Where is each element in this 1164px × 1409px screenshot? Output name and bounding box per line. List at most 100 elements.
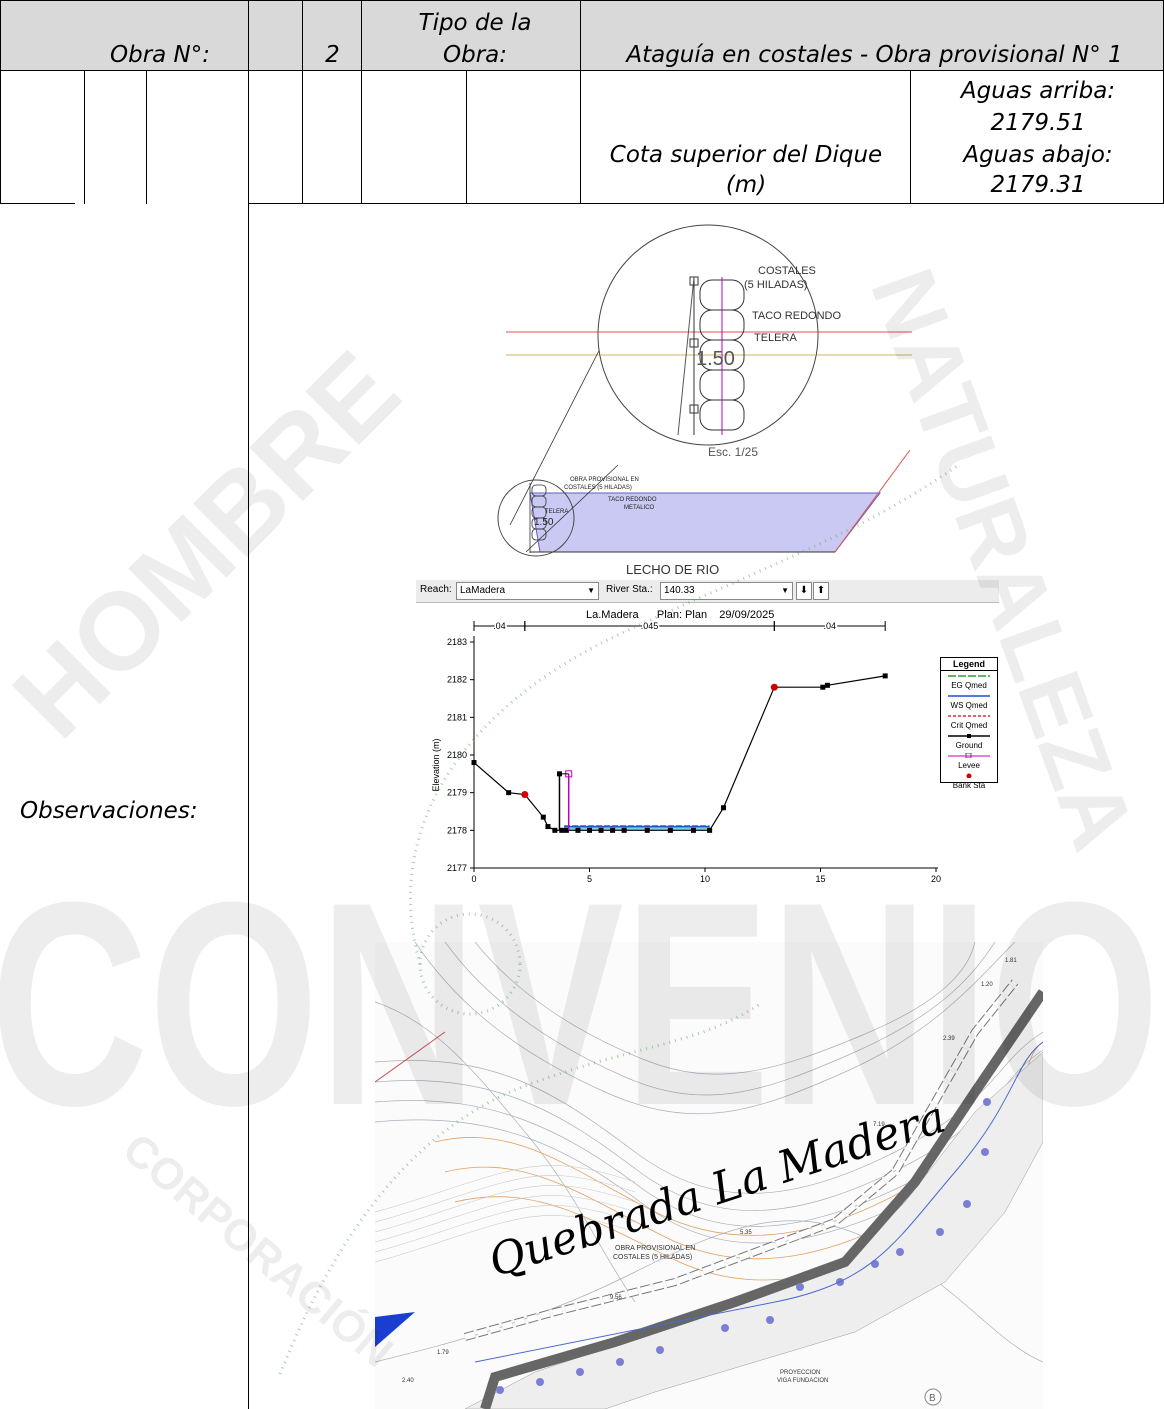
section-metalico: METALICO bbox=[624, 505, 655, 511]
manning-label: .04 bbox=[493, 621, 506, 631]
col-divider-4 bbox=[302, 0, 303, 204]
station-select[interactable]: 140.33 ▼ bbox=[660, 582, 793, 600]
chevron-down-icon: ▼ bbox=[587, 586, 595, 595]
section-taco: TACO REDONDO bbox=[608, 497, 657, 503]
detail-drawing: 1.50 OBRA PROVISIONAL EN COSTALES (5 HIL… bbox=[497, 224, 912, 577]
tipo-label-line2: Obra: bbox=[442, 42, 507, 68]
ground-point bbox=[610, 827, 616, 833]
bank-sta-point bbox=[521, 791, 529, 799]
arrow-up-icon[interactable]: ⬆ bbox=[813, 582, 829, 600]
legend-item-ground: Ground bbox=[955, 741, 983, 750]
ground-point bbox=[545, 824, 551, 830]
legend-item-ws: WS Qmed bbox=[950, 701, 988, 710]
legend-crit-swatch bbox=[948, 715, 990, 717]
ground-point bbox=[540, 814, 546, 820]
section-water bbox=[529, 492, 882, 553]
ground-point bbox=[824, 682, 830, 688]
ground-point bbox=[720, 805, 726, 811]
station-value: 140.33 bbox=[664, 585, 695, 596]
callout-scale: Esc. 1/25 bbox=[708, 445, 758, 459]
legend-levee-swatch bbox=[948, 752, 990, 759]
ground-point bbox=[506, 790, 512, 796]
arrow-down-icon[interactable]: ⬇ bbox=[796, 582, 812, 600]
cota-label-line1: Cota superior del Dique bbox=[609, 142, 883, 168]
callout-dimension: 1.50 bbox=[696, 348, 735, 370]
ground-point bbox=[552, 827, 558, 833]
x-tick-label: 15 bbox=[815, 874, 825, 884]
row1-bottom-border bbox=[0, 70, 1164, 71]
legend-eg-swatch bbox=[948, 675, 990, 677]
section-obra: OBRA PROVISIONAL EN bbox=[570, 477, 639, 483]
obra-number: 2 bbox=[325, 42, 340, 68]
chevron-down-icon: ▼ bbox=[781, 586, 789, 595]
legend-item-eg: EG Qmed bbox=[951, 681, 987, 690]
aguas-abajo-label: Aguas abajo: bbox=[963, 142, 1113, 168]
bank-sta-point bbox=[770, 683, 778, 691]
legend-item-crit: Crit Qmed bbox=[950, 721, 988, 730]
station-label: River Sta.: bbox=[606, 584, 653, 595]
legend-title: Legend bbox=[941, 658, 997, 671]
legend-item-levee: Levee bbox=[958, 761, 980, 770]
section-costales: COSTALES (5 HILADAS) bbox=[564, 485, 632, 491]
ground-point bbox=[598, 827, 604, 833]
hec-ras-toolbar: Reach: LaMadera ▼ River Sta.: 140.33 ▼ ⬇… bbox=[416, 580, 999, 603]
ground-point bbox=[471, 760, 477, 766]
col-divider-3 bbox=[248, 0, 249, 1409]
observaciones-label: Observaciones: bbox=[20, 798, 198, 824]
table-top-border bbox=[0, 0, 1164, 1]
row2-bottom-border bbox=[0, 203, 75, 204]
marker-circle bbox=[924, 1388, 942, 1406]
watermark-hombre: HOMBRE bbox=[0, 328, 423, 761]
x-tick-label: 0 bbox=[471, 874, 476, 884]
plan-proj-line2: VIGA FUNDACION bbox=[777, 1378, 828, 1384]
ground-point bbox=[707, 827, 713, 833]
plan-label-1: 1.20 bbox=[981, 982, 993, 988]
ground-point bbox=[587, 827, 592, 833]
y-tick-label: 2178 bbox=[447, 825, 467, 835]
ground-point bbox=[667, 827, 673, 833]
ground-point bbox=[820, 684, 826, 690]
y-tick-label: 2180 bbox=[447, 750, 467, 760]
col-divider-8 bbox=[910, 70, 911, 204]
manning-label: .045 bbox=[641, 621, 659, 631]
reach-select[interactable]: LaMadera ▼ bbox=[456, 582, 599, 600]
plan-label-7: 2.40 bbox=[402, 1378, 414, 1384]
lecho-de-rio: LECHO DE RIO bbox=[626, 562, 719, 577]
obra-label: Obra N°: bbox=[109, 42, 211, 68]
reach-value: LaMadera bbox=[460, 585, 506, 596]
hec-ras-panel: Reach: LaMadera ▼ River Sta.: 140.33 ▼ ⬇… bbox=[416, 580, 999, 910]
marker-label: B bbox=[929, 1393, 936, 1404]
col-divider-5 bbox=[361, 0, 362, 204]
legend-bank-swatch bbox=[966, 773, 972, 779]
col-left-border bbox=[0, 0, 1, 204]
y-tick-label: 2183 bbox=[447, 637, 467, 647]
col-divider-7 bbox=[580, 0, 581, 204]
callout-taco: TACO REDONDO bbox=[752, 310, 841, 322]
y-tick-label: 2181 bbox=[447, 712, 467, 722]
callout-telera: TELERA bbox=[754, 332, 797, 344]
y-tick-label: 2182 bbox=[447, 675, 467, 685]
callout-hiladas: (5 HILADAS) bbox=[744, 279, 808, 291]
x-tick-label: 20 bbox=[931, 874, 941, 884]
x-tick-label: 5 bbox=[587, 874, 592, 884]
plan-label-5: 9.56 bbox=[610, 1295, 622, 1301]
cota-label-line2: (m) bbox=[725, 172, 767, 198]
section-telera: TELERA bbox=[545, 509, 568, 515]
ground-point bbox=[690, 827, 696, 833]
reach-label: Reach: bbox=[420, 584, 452, 595]
plan-map: Quebrada La Madera OBRA PROVISIONAL EN C… bbox=[375, 942, 1043, 1409]
tipo-value: Ataguía en costales - Obra provisional N… bbox=[626, 42, 1123, 68]
y-tick-label: 2177 bbox=[447, 863, 467, 873]
col-divider-2 bbox=[146, 70, 147, 204]
aguas-abajo-value: 2179.31 bbox=[990, 172, 1086, 198]
header-row bbox=[0, 0, 1164, 70]
ground-line bbox=[473, 675, 886, 831]
col-divider-1 bbox=[84, 70, 85, 204]
col-divider-6 bbox=[466, 70, 467, 204]
manning-label: .04 bbox=[823, 621, 836, 631]
plan-label-6: 1.79 bbox=[437, 1350, 449, 1356]
aguas-arriba-value: 2179.51 bbox=[990, 110, 1086, 136]
plan-label-0: 1.81 bbox=[1005, 958, 1017, 964]
x-tick-label: 10 bbox=[700, 874, 710, 884]
plan-label-3: 7.19 bbox=[873, 1122, 885, 1128]
